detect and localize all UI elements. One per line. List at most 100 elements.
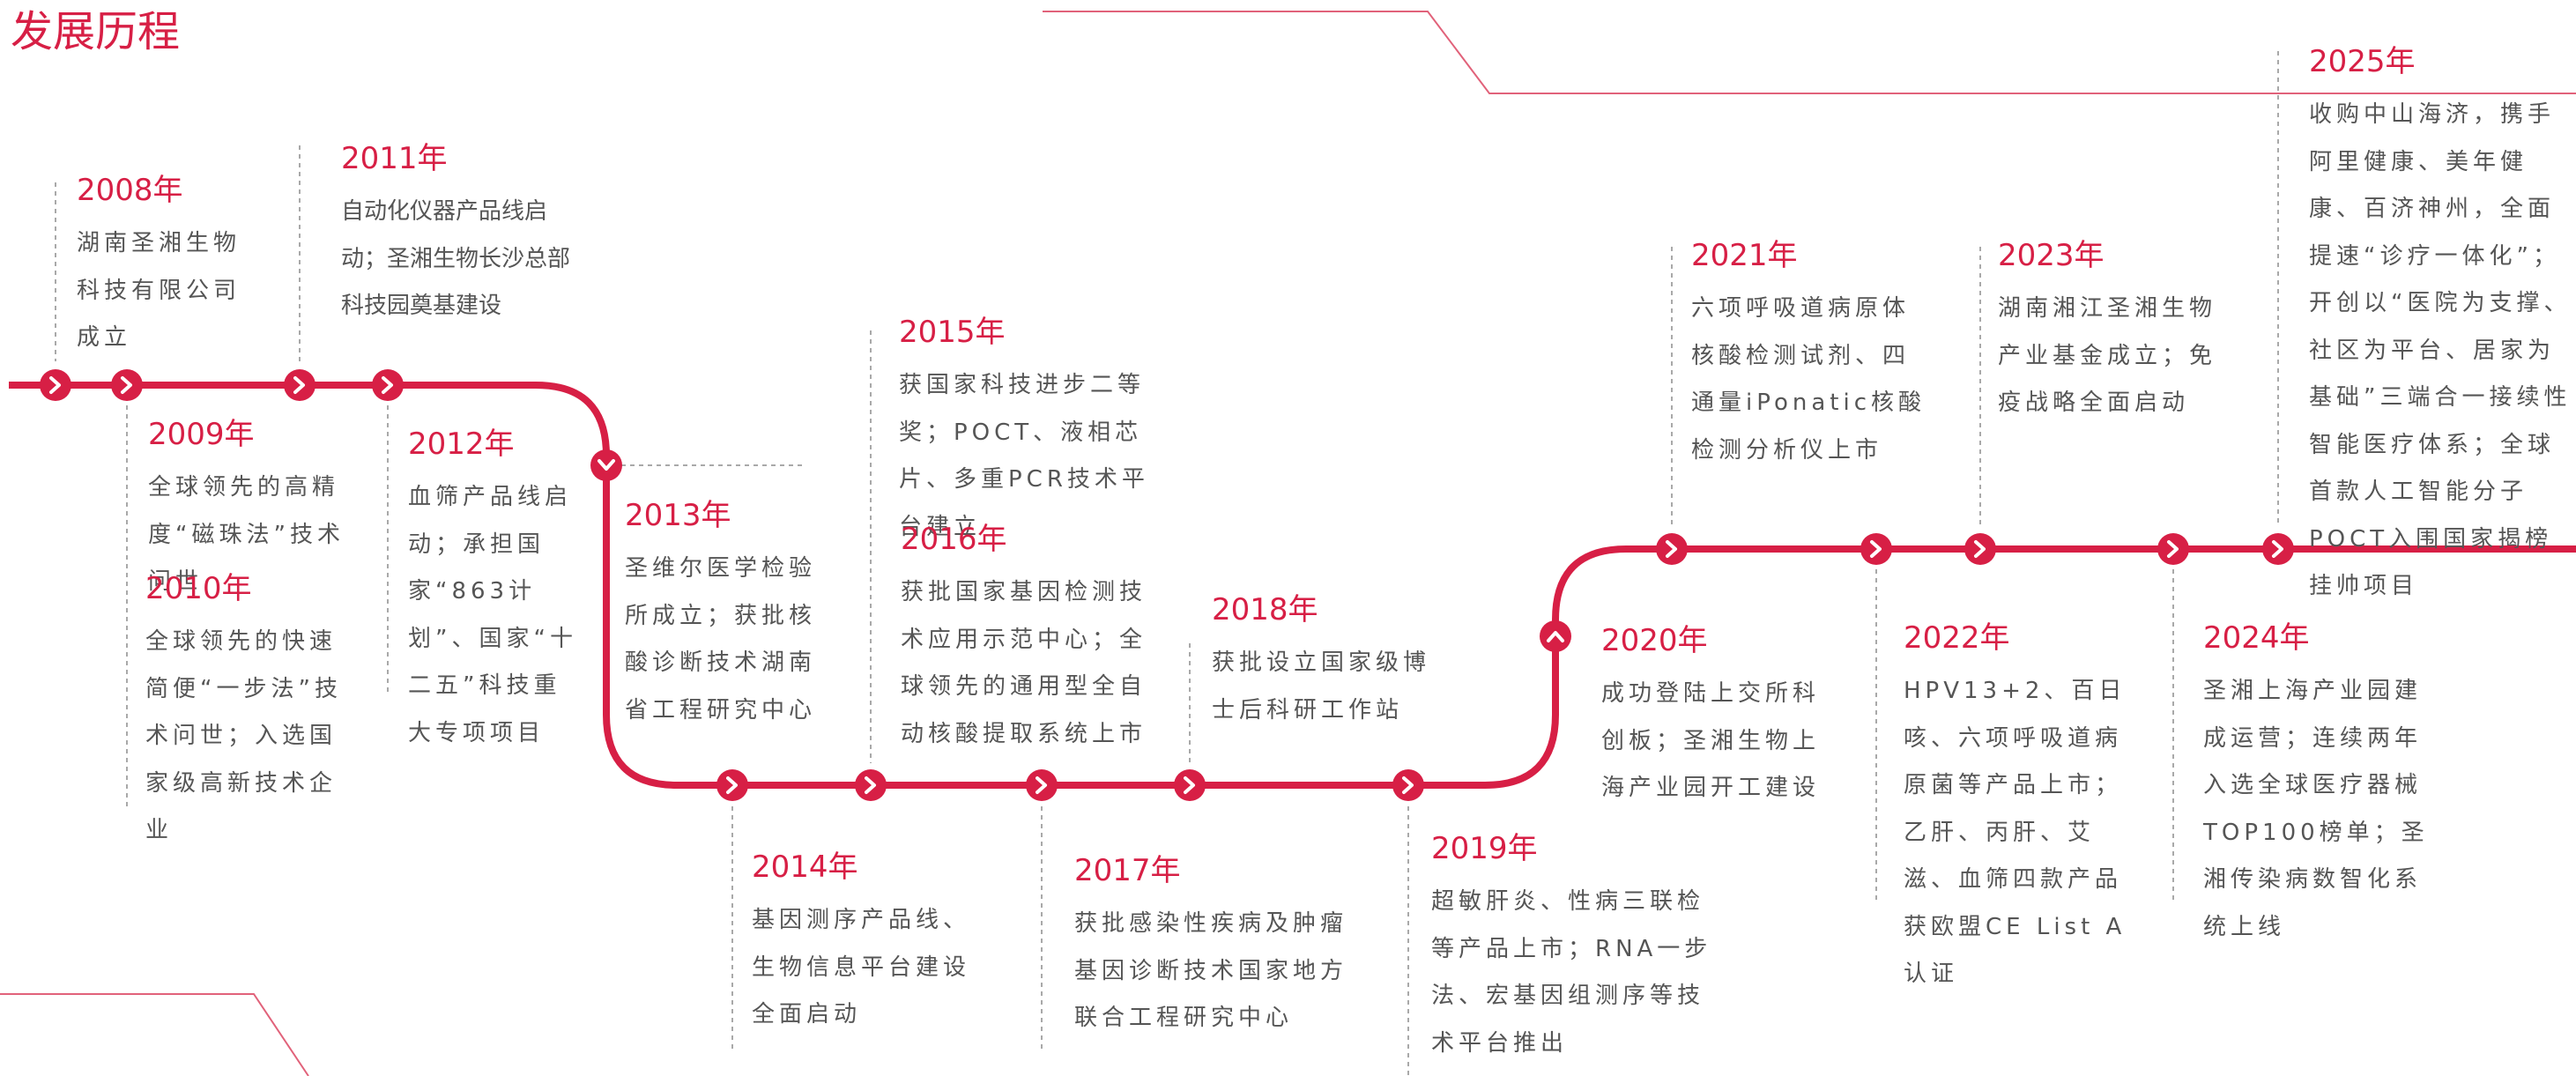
timeline-marker-2014 [716,769,748,801]
chevron-right-icon [1666,540,1677,558]
chevron-right-icon [1402,776,1414,794]
milestone-text: 圣维尔医学检验所成立；获批核酸诊断技术湖南省工程研究中心 [625,555,817,724]
milestone-2015: 2015年 获国家科技进步二等奖；POCT、液相芯片、多重PCR技术平台建立 [899,313,1163,551]
chevron-right-icon [865,776,876,794]
marker-dot [855,769,887,801]
chevron-right-icon [2272,540,2283,558]
milestone-2025: 2025年 收购中山海济，携手阿里健康、美年健康、百济神州，全面提速“诊疗一体化… [2309,42,2573,611]
milestone-2018: 2018年 获批设立国家级博士后科研工作站 [1212,590,1441,734]
milestone-2013: 2013年 圣维尔医学检验所成立；获批核酸诊断技术湖南省工程研究中心 [625,496,842,734]
milestone-text: 收购中山海济，携手阿里健康、美年健康、百济神州，全面提速“诊疗一体化”；开创以“… [2309,101,2572,599]
milestone-year: 2019年 [1431,831,1538,866]
timeline-marker-2008 [40,369,71,401]
marker-dot [40,369,71,401]
chevron-right-icon [121,376,132,394]
milestone-year: 2012年 [408,427,515,462]
milestone-text: 获国家科技进步二等奖；POCT、液相芯片、多重PCR技术平台建立 [899,372,1149,540]
page-title: 发展历程 [11,7,181,56]
timeline-marker-2025 [2262,533,2294,565]
chevron-right-icon [1184,776,1195,794]
milestone-2019: 2019年 超敏肝炎、性病三联检等产品上市；RNA一步法、宏基因组测序等技术平台… [1431,829,1731,1067]
milestone-text: 自动化仪器产品线启动；圣湘生物长沙总部科技园奠基建设 [341,198,571,319]
marker-dot [2262,533,2294,565]
timeline-marker-2021 [1656,533,1688,565]
milestone-year: 2009年 [148,417,255,452]
milestone-2020: 2020年 成功登陆上交所科创板；圣湘生物上海产业园开工建设 [1601,621,1839,813]
timeline-marker-2015-2016 [855,769,887,801]
chevron-right-icon [49,376,61,394]
milestone-text: 获批设立国家级博士后科研工作站 [1212,649,1431,724]
marker-dot [1656,533,1688,565]
chevron-up-icon [1547,631,1564,642]
milestone-2014: 2014年 基因测序产品线、生物信息平台建设全面启动 [752,848,990,1039]
chevron-right-icon [2167,540,2179,558]
milestone-year: 2008年 [77,173,183,208]
milestone-text: HPV13+2、百日咳、六项呼吸道病原菌等产品上市；乙肝、丙肝、艾滋、血筛四款产… [1904,678,2127,987]
milestone-text: 成功登陆上交所科创板；圣湘生物上海产业园开工建设 [1601,680,1821,801]
timeline-marker-2017 [1026,769,1058,801]
timeline-markers [40,369,2294,801]
milestone-2012: 2012年 血筛产品线启动；承担国家“863计划”、国家“十二五”科技重大专项项… [408,425,584,757]
milestone-year: 2016年 [901,522,1007,557]
chevron-down-icon [598,459,615,471]
milestone-text: 全球领先的快速简便“一步法”技术问世；入选国家级高新技术企业 [145,628,342,843]
timeline-marker-2013 [590,449,622,481]
timeline-marker-2009-2010 [111,369,143,401]
timeline-marker-2020 [1540,620,1571,652]
milestone-text: 超敏肝炎、性病三联检等产品上市；RNA一步法、宏基因组测序等技术平台推出 [1431,888,1712,1057]
milestone-2010: 2010年 全球领先的快速简便“一步法”技术问世；入选国家级高新技术企业 [145,569,361,855]
milestone-year: 2023年 [1998,238,2105,273]
milestone-2017: 2017年 获批感染性疾病及肿瘤基因诊断技术国家地方联合工程研究中心 [1074,851,1365,1043]
chevron-right-icon [293,376,305,394]
milestone-2008: 2008年 湖南圣湘生物科技有限公司成立 [77,171,244,362]
milestone-year: 2024年 [2203,620,2310,656]
milestone-text: 圣湘上海产业园建成运营；连续两年入选全球医疗器械TOP100榜单；圣湘传染病数智… [2203,678,2429,940]
milestone-year: 2015年 [899,315,1006,350]
milestone-year: 2020年 [1601,623,1708,658]
timeline-marker-2018 [1174,769,1206,801]
marker-dot [284,369,316,401]
connector-dashes [55,51,2279,1076]
marker-dot [716,769,748,801]
milestone-2016: 2016年 获批国家基因检测技术应用示范中心；全球领先的通用型全自动核酸提取系统… [901,520,1165,758]
marker-dot [1540,620,1571,652]
marker-dot [1026,769,1058,801]
milestone-year: 2018年 [1212,592,1318,627]
decorative-lines [0,11,2576,1076]
timeline-marker-2024 [2157,533,2189,565]
milestone-2022: 2022年 HPV13+2、百日咳、六项呼吸道病原菌等产品上市；乙肝、丙肝、艾滋… [1904,619,2133,998]
marker-dot [1174,769,1206,801]
milestone-text: 基因测序产品线、生物信息平台建设全面启动 [752,907,971,1028]
marker-dot [111,369,143,401]
timeline-marker-2011 [284,369,316,401]
milestone-2023: 2023年 湖南湘江圣湘生物产业基金成立；免疫战略全面启动 [1998,236,2227,427]
chevron-right-icon [1870,540,1882,558]
milestone-year: 2013年 [625,498,731,533]
milestone-text: 获批感染性疾病及肿瘤基因诊断技术国家地方联合工程研究中心 [1074,910,1348,1031]
timeline-marker-2019 [1392,769,1424,801]
chevron-right-icon [726,776,738,794]
timeline-marker-2012 [372,369,404,401]
timeline-marker-2023 [1964,533,1996,565]
milestone-2011: 2011年 自动化仪器产品线启动；圣湘生物长沙总部科技园奠基建设 [341,139,579,330]
milestone-text: 六项呼吸道病原体核酸检测试剂、四通量iPonatic核酸检测分析仪上市 [1691,295,1926,464]
milestone-text: 获批国家基因检测技术应用示范中心；全球领先的通用型全自动核酸提取系统上市 [901,579,1147,747]
timeline-marker-2022 [1860,533,1892,565]
marker-dot [1964,533,1996,565]
milestone-text: 湖南圣湘生物科技有限公司成立 [77,230,241,351]
marker-dot [2157,533,2189,565]
marker-dot [1392,769,1424,801]
milestone-2009: 2009年 全球领先的高精度“磁珠法”技术问世 [148,415,360,606]
chevron-right-icon [1974,540,1986,558]
timeline-path [9,382,2576,789]
marker-dot [1860,533,1892,565]
milestone-text: 湖南湘江圣湘生物产业基金成立；免疫战略全面启动 [1998,295,2217,416]
top-decorative-line [1043,11,2576,94]
milestone-text: 全球领先的高精度“磁珠法”技术问世 [148,474,345,595]
milestone-year: 2011年 [341,141,448,176]
milestone-year: 2017年 [1074,853,1181,888]
milestone-year: 2014年 [752,850,858,885]
milestone-2021: 2021年 六项呼吸道病原体核酸检测试剂、四通量iPonatic核酸检测分析仪上… [1691,236,1929,474]
